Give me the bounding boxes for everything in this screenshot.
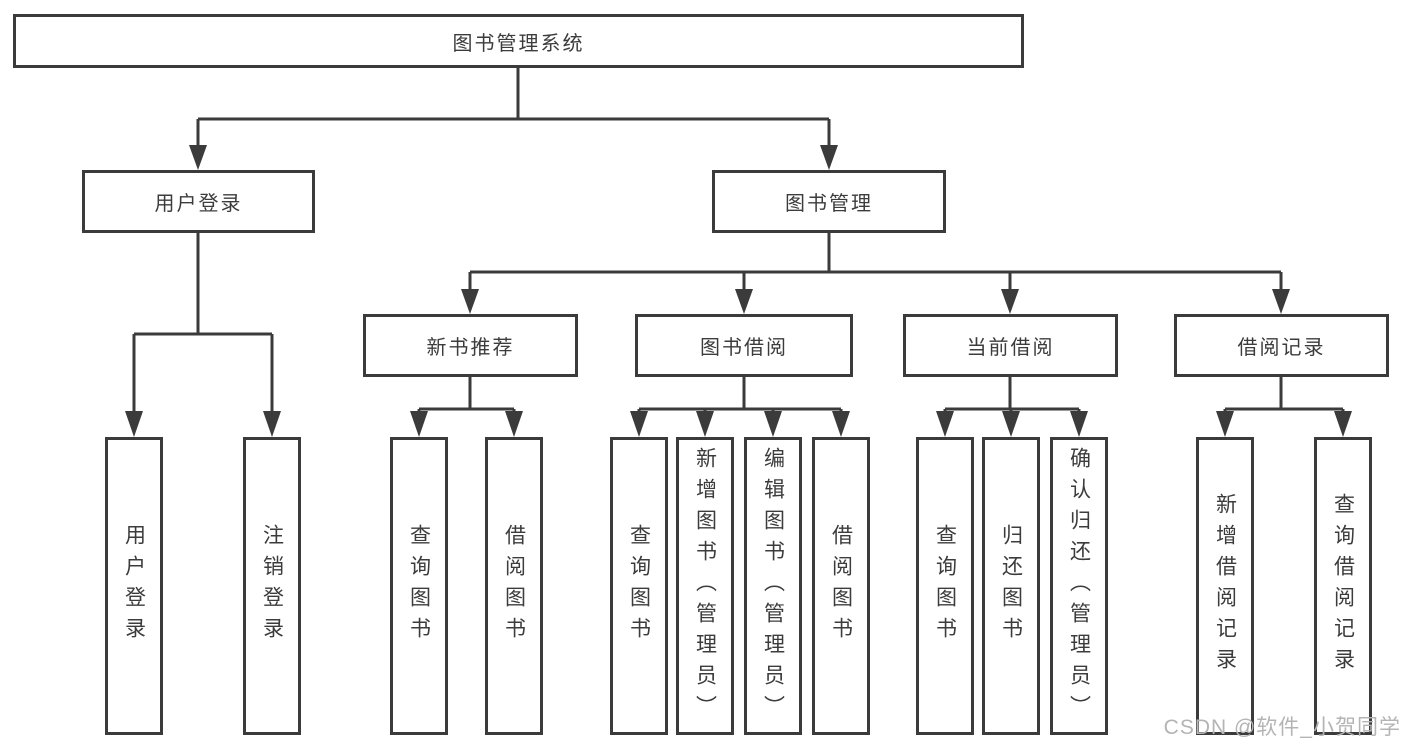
leaf-label: 查询借阅记录	[1331, 493, 1355, 679]
leaf-label: 注销登录	[260, 524, 284, 648]
leaf-label: 编辑图书（管理员）	[761, 446, 785, 726]
node-current-borrowing: 当前借阅	[903, 314, 1118, 377]
leaf-user-login: 用户登录	[105, 437, 163, 735]
leaf-query-books-recommend: 查询图书	[390, 437, 448, 735]
leaf-query-books-borrowing: 查询图书	[610, 437, 668, 735]
leaf-label: 查询图书	[407, 524, 431, 648]
leaf-borrow-books-recommend: 借阅图书	[485, 437, 543, 735]
leaf-return-books: 归还图书	[982, 437, 1040, 735]
leaf-label: 归还图书	[999, 524, 1023, 648]
leaf-borrow-books: 借阅图书	[812, 437, 870, 735]
node-book-management: 图书管理	[712, 170, 946, 233]
leaf-edit-books-admin: 编辑图书（管理员）	[744, 437, 802, 735]
leaf-label: 确认归还（管理员）	[1067, 446, 1091, 726]
leaf-query-borrow-record: 查询借阅记录	[1314, 437, 1372, 735]
leaf-logout: 注销登录	[243, 437, 301, 735]
node-new-book-recommendation: 新书推荐	[363, 314, 578, 377]
leaf-label: 借阅图书	[502, 524, 526, 648]
leaf-label: 新增借阅记录	[1213, 493, 1237, 679]
node-user-login: 用户登录	[82, 170, 315, 233]
leaf-label: 用户登录	[122, 524, 146, 648]
leaf-add-borrow-record: 新增借阅记录	[1196, 437, 1254, 735]
leaf-label: 借阅图书	[829, 524, 853, 648]
leaf-label: 新增图书（管理员）	[693, 446, 717, 726]
node-library-management-system: 图书管理系统	[13, 14, 1024, 68]
node-book-borrowing: 图书借阅	[635, 314, 853, 377]
leaf-label: 查询图书	[933, 524, 957, 648]
leaf-add-books-admin: 新增图书（管理员）	[676, 437, 734, 735]
node-borrowing-records: 借阅记录	[1174, 314, 1389, 377]
leaf-query-books-current: 查询图书	[916, 437, 974, 735]
leaf-confirm-return-admin: 确认归还（管理员）	[1050, 437, 1108, 735]
leaf-label: 查询图书	[627, 524, 651, 648]
